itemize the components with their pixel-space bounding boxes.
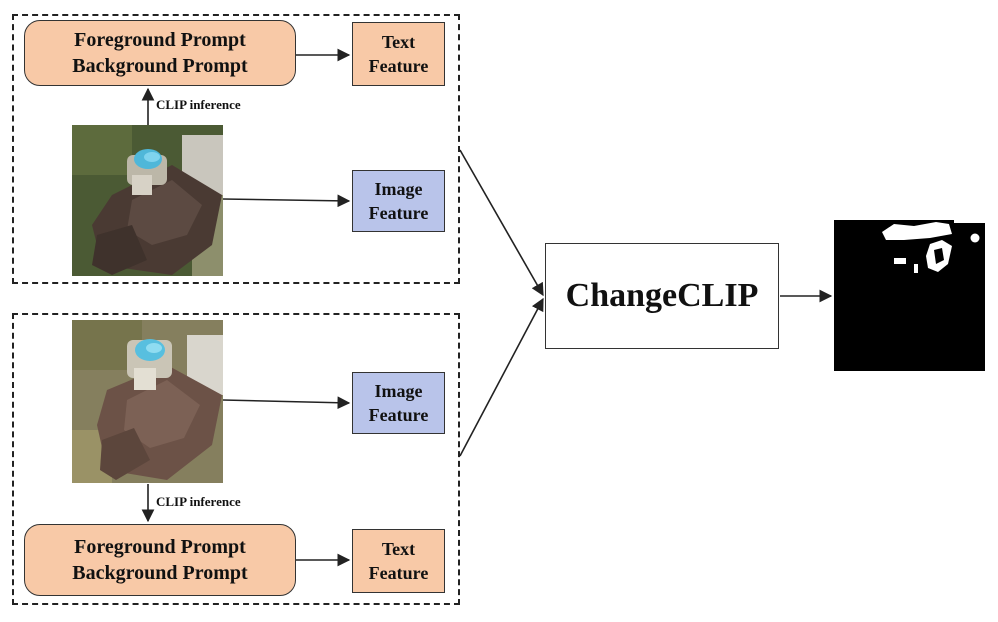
top-image-feature-box: Image Feature (352, 170, 445, 232)
bottom-prompt-box: Foreground Prompt Background Prompt (24, 524, 296, 596)
top-prompt-box: Foreground Prompt Background Prompt (24, 20, 296, 86)
changeclip-model-box: ChangeCLIP (545, 243, 779, 349)
top-image-feature-line1: Image (374, 179, 423, 199)
arrow-top-image-to-image-feature (222, 194, 351, 208)
bottom-clip-inference-label: CLIP inference (156, 494, 241, 509)
aerial-house-pool-image-t2 (72, 320, 223, 483)
bottom-text-feature-box: Text Feature (352, 529, 445, 593)
bottom-image-feature-box: Image Feature (352, 372, 445, 434)
bottom-image-feature-line2: Feature (368, 405, 429, 425)
top-text-feature-line2: Feature (368, 56, 429, 76)
bottom-input-group (12, 313, 460, 605)
changeclip-label: ChangeCLIP (565, 277, 759, 314)
arrow-bottom-group-to-changeclip (459, 297, 544, 457)
bottom-foreground-prompt-label: Foreground Prompt (74, 536, 246, 558)
arrow-bottom-image-to-image-feature (222, 396, 351, 410)
top-foreground-prompt-label: Foreground Prompt (74, 29, 246, 51)
aerial-house-pool-image-t1 (72, 125, 223, 276)
top-clip-inference-label: CLIP inference (156, 97, 241, 112)
top-text-feature-line1: Text (381, 32, 416, 52)
bottom-image-feature-line1: Image (374, 381, 423, 401)
change-mask-image (834, 220, 985, 371)
top-image-feature-line2: Feature (368, 203, 429, 223)
arrow-top-group-to-changeclip (459, 149, 544, 297)
top-input-group (12, 14, 460, 284)
bottom-background-prompt-label: Background Prompt (72, 562, 248, 584)
bottom-text-feature-line2: Feature (368, 563, 429, 583)
bottom-text-feature-line1: Text (381, 539, 416, 559)
top-text-feature-box: Text Feature (352, 22, 445, 86)
top-background-prompt-label: Background Prompt (72, 55, 248, 77)
